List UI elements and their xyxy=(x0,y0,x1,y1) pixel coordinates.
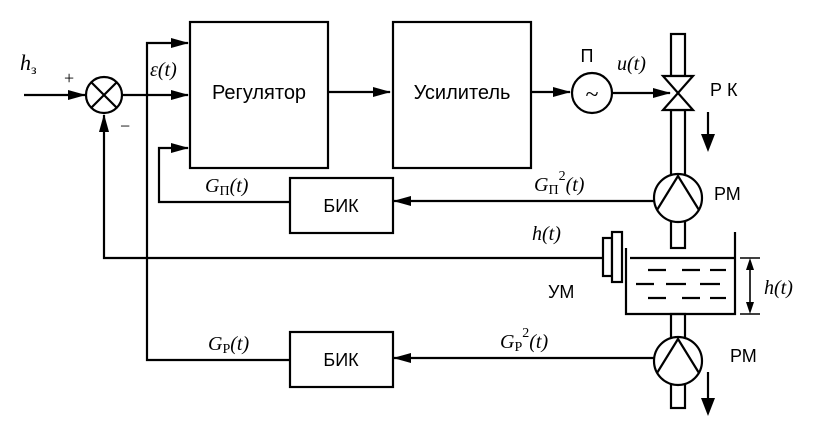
bik-top-label: БИК xyxy=(323,196,359,216)
amplifier-block: Усилитель xyxy=(391,20,533,170)
gp2-label: GП2(t) xyxy=(534,169,585,198)
summing-junction xyxy=(84,75,124,115)
regulator-block: Регулятор xyxy=(188,20,330,170)
gp-label: GП(t) xyxy=(205,175,249,199)
drive-symbol: ~ xyxy=(570,71,614,115)
flow-arrow-bottom xyxy=(701,372,715,416)
setpoint-label: hз xyxy=(20,50,37,78)
valve-label: Р К xyxy=(710,80,738,100)
drive-label: П xyxy=(581,46,594,66)
flow-arrow-top xyxy=(701,112,715,152)
bik-top-block: БИК xyxy=(288,176,395,235)
bik-bottom-label: БИК xyxy=(323,350,359,370)
level-meter-label: УМ xyxy=(548,282,574,302)
h-level-label: h(t) xyxy=(764,277,793,299)
level-dimension xyxy=(740,257,760,315)
gp-line xyxy=(157,143,290,204)
gr2-label: GР2(t) xyxy=(500,326,548,355)
level-meter xyxy=(601,230,624,284)
tilde-symbol: ~ xyxy=(586,82,599,108)
plus-sign: + xyxy=(64,68,74,88)
gr-label: GР(t) xyxy=(208,333,249,357)
flow-meter-top xyxy=(652,172,704,224)
control-valve xyxy=(660,74,696,112)
minus-sign: − xyxy=(120,116,130,136)
gr-line xyxy=(145,38,290,362)
level-feedback-line xyxy=(99,114,603,260)
tank xyxy=(624,232,737,316)
flow-meter-bottom xyxy=(652,335,704,387)
amplifier-label: Усилитель xyxy=(414,82,511,104)
epsilon-label: ε(t) xyxy=(150,59,177,81)
h-feedback-label: h(t) xyxy=(532,223,561,245)
u-label: u(t) xyxy=(617,53,646,75)
regulator-label: Регулятор xyxy=(212,82,306,104)
flow-meter-bottom-label: РМ xyxy=(730,346,757,366)
flow-meter-top-label: РМ xyxy=(714,184,741,204)
bik-bottom-block: БИК xyxy=(288,330,395,389)
